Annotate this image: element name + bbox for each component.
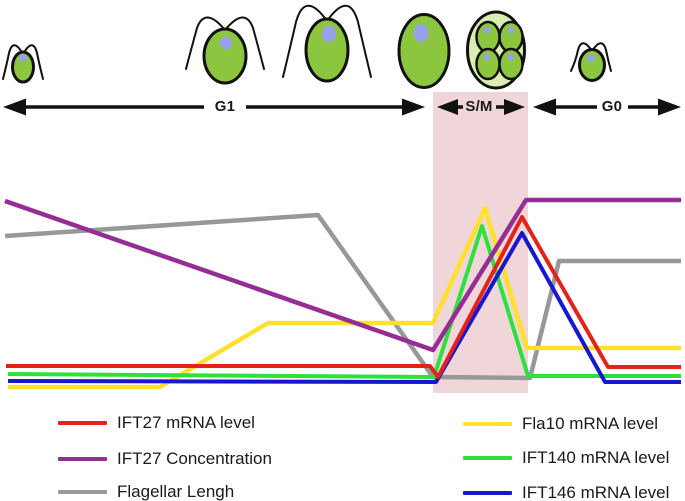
series-ift140-mrna	[7, 224, 681, 379]
legend-label: Flagellar Lengh	[117, 482, 235, 501]
legend-item-ift140-mrna: IFT140 mRNA level	[463, 448, 669, 468]
chart-lines	[4, 197, 681, 390]
phase-label-g0: G0	[601, 98, 623, 115]
cell-no-flagella-icon	[397, 13, 451, 89]
cell-small-short-flagella-icon	[2, 44, 44, 84]
ift27-concentration-line-swatch	[58, 457, 107, 461]
g0-phase-arrow	[533, 98, 681, 116]
ift146-mrna-line-swatch	[463, 491, 512, 495]
series-fla10-mrna	[8, 205, 681, 390]
legend-label: IFT140 mRNA level	[522, 448, 670, 467]
series-flagellar-length	[4, 212, 681, 381]
cell-long-flagella-icon	[282, 4, 372, 83]
legend-left-column: IFT27 mRNA level IFT27 Concentration Fla…	[58, 413, 272, 501]
series-ift27-concentration	[4, 197, 681, 353]
dividing-cell-four-daughters-icon	[466, 10, 526, 90]
cell-drawings	[2, 4, 612, 90]
legend-item-fla10-mrna: Fla10 mRNA level	[463, 414, 669, 434]
legend-item-flagellar-length: Flagellar Lengh	[58, 482, 272, 501]
phase-label-sm: S/M	[465, 98, 493, 115]
sm-phase-arrow	[437, 99, 525, 115]
legend-item-ift27-mrna: IFT27 mRNA level	[58, 413, 272, 433]
legend-item-ift146-mrna: IFT146 mRNA level	[463, 483, 669, 501]
flagellar-length-line-swatch	[58, 490, 107, 494]
ift27-mrna-line-swatch	[58, 421, 107, 425]
legend-label: Fla10 mRNA level	[522, 414, 659, 433]
legend-label: IFT27 mRNA level	[117, 413, 255, 432]
fla10-mrna-line-swatch	[463, 422, 512, 426]
cell-g0-short-flagella-icon	[570, 42, 612, 82]
series-ift146-mrna	[7, 231, 681, 384]
legend-label: IFT27 Concentration	[117, 449, 272, 468]
g1-phase-arrow	[3, 98, 425, 116]
sm-phase-band	[433, 92, 528, 393]
legend-label: IFT146 mRNA level	[522, 483, 670, 501]
legend-right-column: Fla10 mRNA level IFT140 mRNA level IFT14…	[463, 414, 669, 501]
phase-label-g1: G1	[214, 98, 236, 115]
cell-growing-flagella-icon	[185, 16, 265, 85]
phase-arrows	[3, 98, 681, 116]
ift140-mrna-line-swatch	[463, 456, 512, 460]
series-ift27-mrna	[6, 215, 681, 379]
legend-item-ift27-concentration: IFT27 Concentration	[58, 449, 272, 469]
sm-band-rect	[433, 92, 528, 393]
